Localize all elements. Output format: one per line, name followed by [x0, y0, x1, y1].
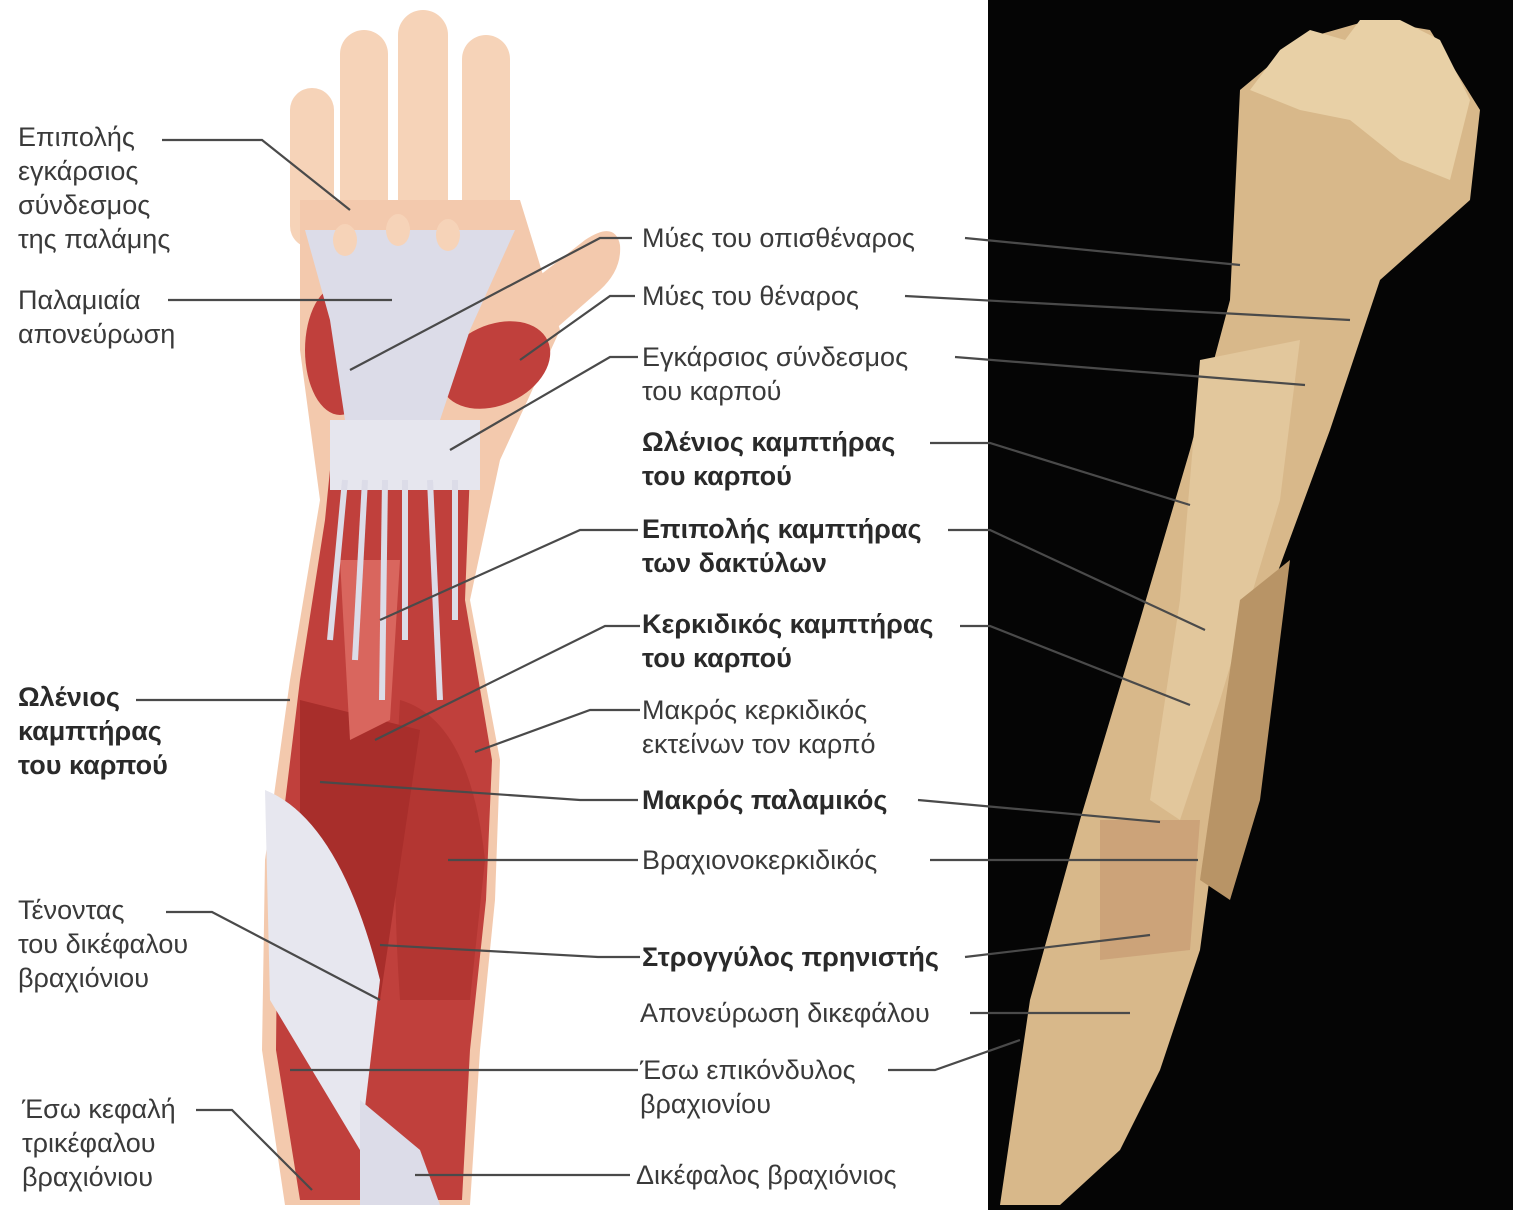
label-line: τρικέφαλου — [22, 1126, 176, 1160]
label-line: Μύες του οπισθέναρος — [642, 221, 915, 255]
leader-ecrl-l — [475, 710, 640, 752]
label-line: βραχιόνιου — [22, 1160, 176, 1194]
label-bicipital-aponeurosis: Απονεύρωση δικεφάλου — [640, 996, 932, 1030]
label-line: βραχιονίου — [640, 1087, 856, 1121]
middle-finger — [398, 10, 448, 230]
label-line: του καρπού — [642, 641, 933, 675]
label-flexor-digitorum-superficialis: Επιπολής καμπτήρας των δακτύλων — [642, 512, 923, 580]
label-brachioradialis: Βραχιονοκερκιδικός — [642, 843, 879, 877]
carpal-ligament-band — [330, 420, 480, 490]
label-flexor-carpi-ulnaris: Ωλένιος καμπτήρας του καρπού — [642, 425, 897, 493]
label-line: Κερκιδικός καμπτήρας — [642, 607, 933, 641]
label-line: σύνδεσμος — [18, 188, 170, 222]
label-line: Μύες του θέναρος — [642, 279, 859, 313]
label-line: Επιπολής — [18, 120, 170, 154]
label-biceps-brachii: Δικέφαλος βραχιόνιος — [636, 1158, 899, 1192]
label-line: της παλάμης — [18, 222, 170, 256]
label-line: Μακρός κερκιδικός — [642, 693, 876, 727]
label-line: απονεύρωση — [18, 317, 175, 351]
label-line: Τένοντας — [18, 893, 188, 927]
label-line: Βραχιονοκερκιδικός — [642, 843, 877, 877]
label-line: Ωλένιος καμπτήρας — [642, 425, 895, 459]
label-flexor-carpi-radialis: Κερκιδικός καμπτήρας του καρπού — [642, 607, 935, 675]
label-palmaris-longus: Μακρός παλαμικός — [642, 783, 889, 817]
label-triceps-medial-head: Έσω κεφαλή τρικέφαλου βραχιόνιου — [22, 1092, 176, 1194]
label-line: του δικέφαλου — [18, 927, 188, 961]
label-line: εγκάρσιος — [18, 154, 170, 188]
knuckle-1 — [333, 224, 357, 256]
label-transverse-carpal-ligament: Εγκάρσιος σύνδεσμος του καρπού — [642, 340, 910, 408]
knuckle-3 — [436, 219, 460, 251]
label-line: Εγκάρσιος σύνδεσμος — [642, 340, 908, 374]
label-line: του καρπού — [642, 374, 908, 408]
label-extensor-carpi-radialis-longus: Μακρός κερκιδικός εκτείνων τον καρπό — [642, 693, 878, 761]
label-biceps-tendon: Τένοντας του δικέφαλου βραχιόνιου — [18, 893, 188, 995]
label-line: εκτείνων τον καρπό — [642, 727, 876, 761]
label-line: Στρογγύλος πρηνιστής — [642, 940, 939, 974]
label-line: Δικέφαλος βραχιόνιος — [636, 1158, 897, 1192]
label-line: του καρπού — [18, 748, 168, 782]
label-line: του καρπού — [642, 459, 895, 493]
label-thenar-muscles: Μύες του θέναρος — [642, 279, 861, 313]
label-pronator-teres: Στρογγύλος πρηνιστής — [642, 940, 941, 974]
knuckle-2 — [386, 214, 410, 246]
label-line: Έσω επικόνδυλος — [640, 1053, 856, 1087]
label-line: Παλαμιαία — [18, 283, 175, 317]
label-line: Απονεύρωση δικεφάλου — [640, 996, 930, 1030]
label-line: Ωλένιος — [18, 680, 168, 714]
label-flexor-carpi-ulnaris-left: Ωλένιος καμπτήρας του καρπού — [18, 680, 168, 782]
label-line: Επιπολής καμπτήρας — [642, 512, 921, 546]
label-palmar-aponeurosis: Παλαμιαία απονεύρωση — [18, 283, 175, 351]
label-line: καμπτήρας — [18, 714, 168, 748]
label-medial-epicondyle: Έσω επικόνδυλος βραχιονίου — [640, 1053, 858, 1121]
label-line: βραχιόνιου — [18, 961, 188, 995]
label-line: των δακτύλων — [642, 546, 921, 580]
label-line: Μακρός παλαμικός — [642, 783, 887, 817]
label-line: Έσω κεφαλή — [22, 1092, 176, 1126]
label-superficial-transverse-ligament: Επιπολής εγκάρσιος σύνδεσμος της παλάμης — [18, 120, 170, 256]
label-hypothenar-muscles: Μύες του οπισθέναρος — [642, 221, 917, 255]
illustrated-forearm — [262, 10, 620, 1205]
